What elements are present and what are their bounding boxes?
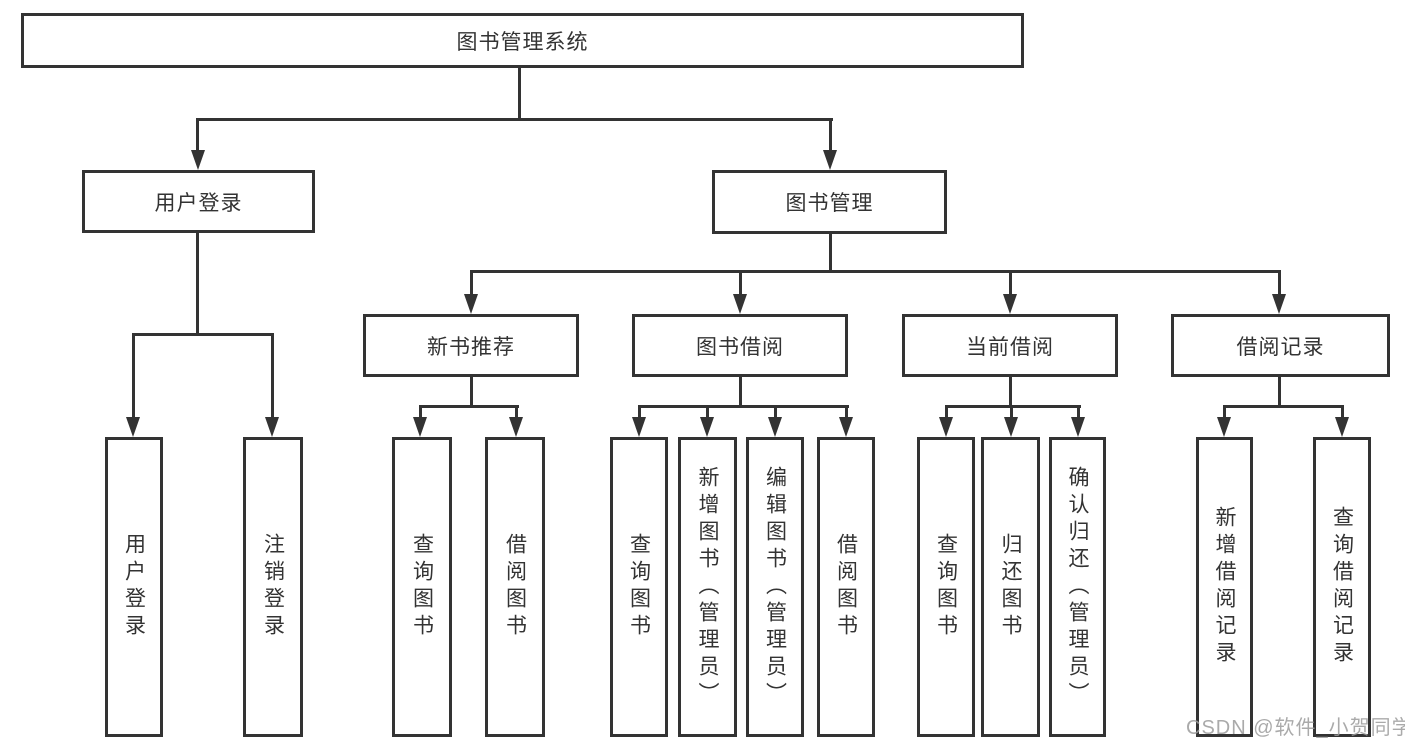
connector	[132, 333, 274, 336]
arrowhead	[768, 417, 782, 437]
connector	[470, 270, 1281, 273]
connector	[945, 405, 948, 419]
node-new-book-recommendation: 新书推荐	[363, 314, 579, 377]
arrowhead	[1335, 417, 1349, 437]
connector	[638, 405, 641, 419]
leaf-borrow-books-recommend: 借阅图书	[485, 437, 545, 737]
connector	[774, 405, 777, 419]
arrowhead	[1003, 294, 1017, 314]
leaf-query-books-current: 查询图书	[917, 437, 975, 737]
connector	[470, 377, 473, 407]
connector	[1341, 405, 1344, 419]
connector	[515, 405, 518, 419]
arrowhead	[823, 150, 837, 170]
connector	[132, 333, 135, 417]
arrowhead	[939, 417, 953, 437]
arrowhead	[632, 417, 646, 437]
arrowhead	[509, 417, 523, 437]
leaf-query-books-recommend: 查询图书	[392, 437, 452, 737]
connector	[196, 233, 199, 335]
connector	[1278, 377, 1281, 407]
connector	[829, 118, 832, 152]
connector	[1278, 270, 1281, 296]
leaf-return-books: 归还图书	[981, 437, 1040, 737]
node-user-login: 用户登录	[82, 170, 315, 233]
connector	[739, 270, 742, 296]
connector	[706, 405, 709, 419]
arrowhead	[839, 417, 853, 437]
node-current-borrowing: 当前借阅	[902, 314, 1118, 377]
leaf-add-borrow-record: 新增借阅记录	[1196, 437, 1253, 737]
arrowhead	[1071, 417, 1085, 437]
connector	[638, 405, 849, 408]
connector	[1223, 405, 1344, 408]
leaf-edit-books-admin: 编辑图书（管理员）	[746, 437, 804, 737]
connector	[470, 270, 473, 296]
connector	[739, 377, 742, 407]
node-system-root: 图书管理系统	[21, 13, 1024, 68]
connector	[1009, 377, 1012, 407]
arrowhead	[1272, 294, 1286, 314]
node-book-borrowing: 图书借阅	[632, 314, 848, 377]
connector	[1009, 270, 1012, 296]
arrowhead	[733, 294, 747, 314]
arrowhead	[126, 417, 140, 437]
connector	[419, 405, 422, 419]
connector	[197, 118, 833, 121]
leaf-borrow-books: 借阅图书	[817, 437, 875, 737]
leaf-confirm-return-admin: 确认归还（管理员）	[1049, 437, 1106, 737]
connector	[945, 405, 1081, 408]
node-borrowing-records: 借阅记录	[1171, 314, 1390, 377]
arrowhead	[1004, 417, 1018, 437]
connector	[829, 234, 832, 272]
leaf-add-books-admin: 新增图书（管理员）	[678, 437, 737, 737]
leaf-query-borrow-record: 查询借阅记录	[1313, 437, 1371, 737]
connector	[271, 333, 274, 417]
connector	[419, 405, 519, 408]
arrowhead	[413, 417, 427, 437]
leaf-query-books-borrowing: 查询图书	[610, 437, 668, 737]
arrowhead	[464, 294, 478, 314]
node-book-management: 图书管理	[712, 170, 947, 234]
arrowhead	[265, 417, 279, 437]
leaf-logout-login: 注销登录	[243, 437, 303, 737]
connector	[196, 118, 199, 152]
arrowhead	[700, 417, 714, 437]
arrowhead	[1217, 417, 1231, 437]
connector	[1223, 405, 1226, 419]
arrowhead	[191, 150, 205, 170]
leaf-user-login: 用户登录	[105, 437, 163, 737]
connector	[1077, 405, 1080, 419]
connector	[518, 68, 521, 120]
connector	[1010, 405, 1013, 419]
csdn-watermark: CSDN @软件_小贺同学	[1186, 717, 1405, 739]
connector	[845, 405, 848, 419]
